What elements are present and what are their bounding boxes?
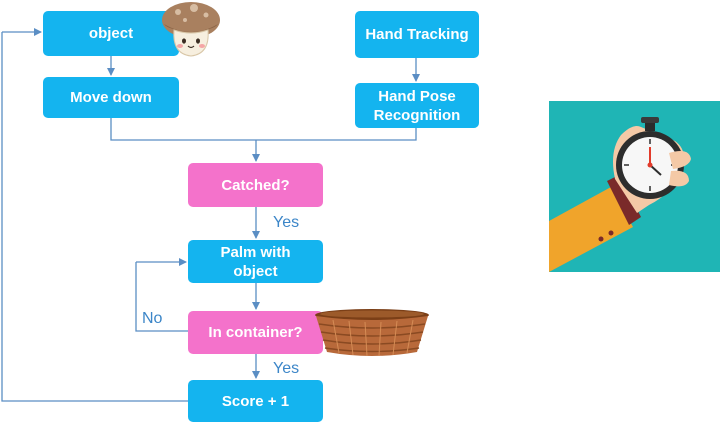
hand-pose-label-line2: Recognition	[373, 106, 461, 124]
in-container-label: In container?	[208, 324, 303, 341]
hand-pose-label-line1: Hand Pose	[378, 87, 456, 105]
mushroom-icon	[162, 2, 220, 57]
hand-tracking-node: Hand Tracking	[355, 11, 479, 58]
in-container-decision-node: In container?	[188, 311, 323, 354]
basket-icon	[315, 309, 429, 357]
score-node: Score + 1	[188, 380, 323, 422]
move-down-label: Move down	[70, 89, 152, 106]
hand-tracking-label: Hand Tracking	[365, 26, 469, 43]
catched-decision-node: Catched?	[188, 163, 323, 207]
palm-label-line2: object	[233, 262, 278, 280]
score-label: Score + 1	[221, 392, 290, 410]
object-node: object	[43, 11, 179, 56]
edge-label-yes-container: Yes	[273, 360, 300, 377]
move-down-node: Move down	[43, 77, 179, 118]
catched-label: Catched?	[221, 176, 290, 194]
palm-label-line1: Palm with	[220, 243, 291, 261]
hand-pose-recognition-node: Hand Pose Recognition	[355, 83, 479, 128]
edge-label-yes-catched: Yes	[273, 214, 300, 231]
stopwatch-hand-icon	[549, 101, 720, 272]
edge-label-no-container: No	[142, 310, 163, 327]
palm-with-object-node: Palm with object	[188, 240, 323, 283]
object-label: object	[88, 25, 134, 42]
